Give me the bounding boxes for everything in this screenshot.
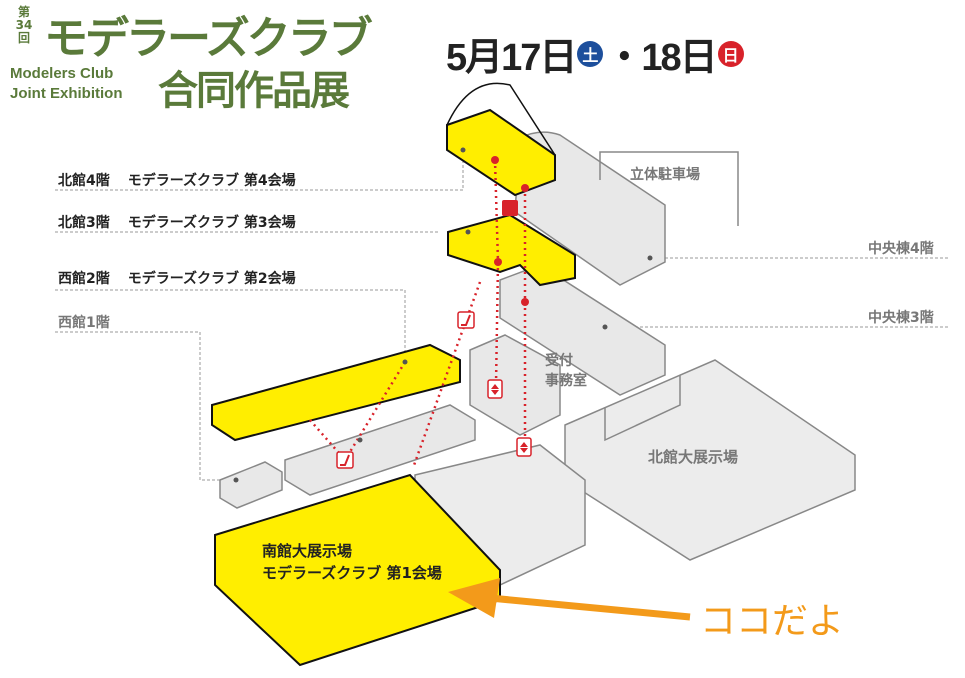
label-south-venue: モデラーズクラブ 第1会場 bbox=[262, 564, 442, 582]
escalator-icons bbox=[336, 200, 518, 469]
label-north3: 北館3階 モデラーズクラブ 第3会場 bbox=[58, 212, 296, 232]
label-south-hall: 南館大展示場 bbox=[262, 542, 353, 560]
venue-north4 bbox=[446, 108, 556, 197]
label-west2: 西館2階 モデラーズクラブ 第2会場 bbox=[58, 268, 296, 288]
label-west1: 西館1階 bbox=[58, 315, 110, 331]
event-title: モデラーズクラブ bbox=[44, 13, 373, 64]
west1-building bbox=[219, 404, 476, 509]
label-reception-line1: 受付 bbox=[545, 353, 573, 369]
venue-west2 bbox=[211, 343, 461, 442]
leader-north4 bbox=[55, 150, 464, 191]
saturday-badge: 土 bbox=[577, 40, 604, 67]
event-date: 5月17日 土 ・18日 日 bbox=[446, 26, 746, 81]
event-subtitle: 合同作品展 bbox=[158, 68, 350, 114]
route-lines bbox=[309, 159, 527, 469]
elevator-icons bbox=[487, 379, 532, 457]
central-building bbox=[469, 264, 666, 436]
event-title-english-line1: Modelers Club bbox=[10, 65, 114, 82]
label-reception-line2: 事務室 bbox=[545, 373, 587, 389]
label-north3-venue: モデラーズクラブ 第3会場 bbox=[127, 215, 296, 231]
label-parking: 立体駐車場 bbox=[630, 167, 700, 183]
label-west2-floor: 西館2階 bbox=[58, 271, 110, 287]
edition-label: 第34回 bbox=[15, 5, 33, 45]
label-north4-venue: モデラーズクラブ 第4会場 bbox=[127, 173, 296, 189]
label-west2-venue: モデラーズクラブ 第2会場 bbox=[127, 271, 296, 287]
label-reception: 受付 事務室 bbox=[545, 350, 587, 390]
building-dots bbox=[233, 147, 653, 483]
leader-west2 bbox=[55, 289, 406, 362]
here-label: ココだよ bbox=[700, 601, 845, 642]
leader-lines bbox=[55, 150, 950, 481]
here-arrow bbox=[448, 578, 691, 621]
event-title-english-line2: Joint Exhibition bbox=[10, 85, 123, 102]
sunday-badge: 日 bbox=[717, 40, 744, 67]
date-day2: ・18日 bbox=[605, 37, 717, 79]
date-day1: 5月17日 bbox=[446, 37, 577, 79]
north4-arch bbox=[446, 82, 556, 156]
label-central4: 中央棟4階 bbox=[868, 241, 934, 257]
route-points bbox=[491, 156, 529, 306]
leader-west1 bbox=[55, 331, 236, 481]
label-north4-floor: 北館4階 bbox=[58, 173, 110, 189]
yellow-venues bbox=[211, 108, 576, 667]
label-north-hall: 北館大展示場 bbox=[648, 448, 739, 466]
venue-north3 bbox=[447, 213, 576, 287]
label-north4: 北館4階 モデラーズクラブ 第4会場 bbox=[58, 170, 296, 190]
event-title-english: Modelers Club Joint Exhibition bbox=[10, 64, 123, 104]
label-north3-floor: 北館3階 bbox=[58, 215, 110, 231]
label-central3: 中央棟3階 bbox=[868, 310, 934, 326]
